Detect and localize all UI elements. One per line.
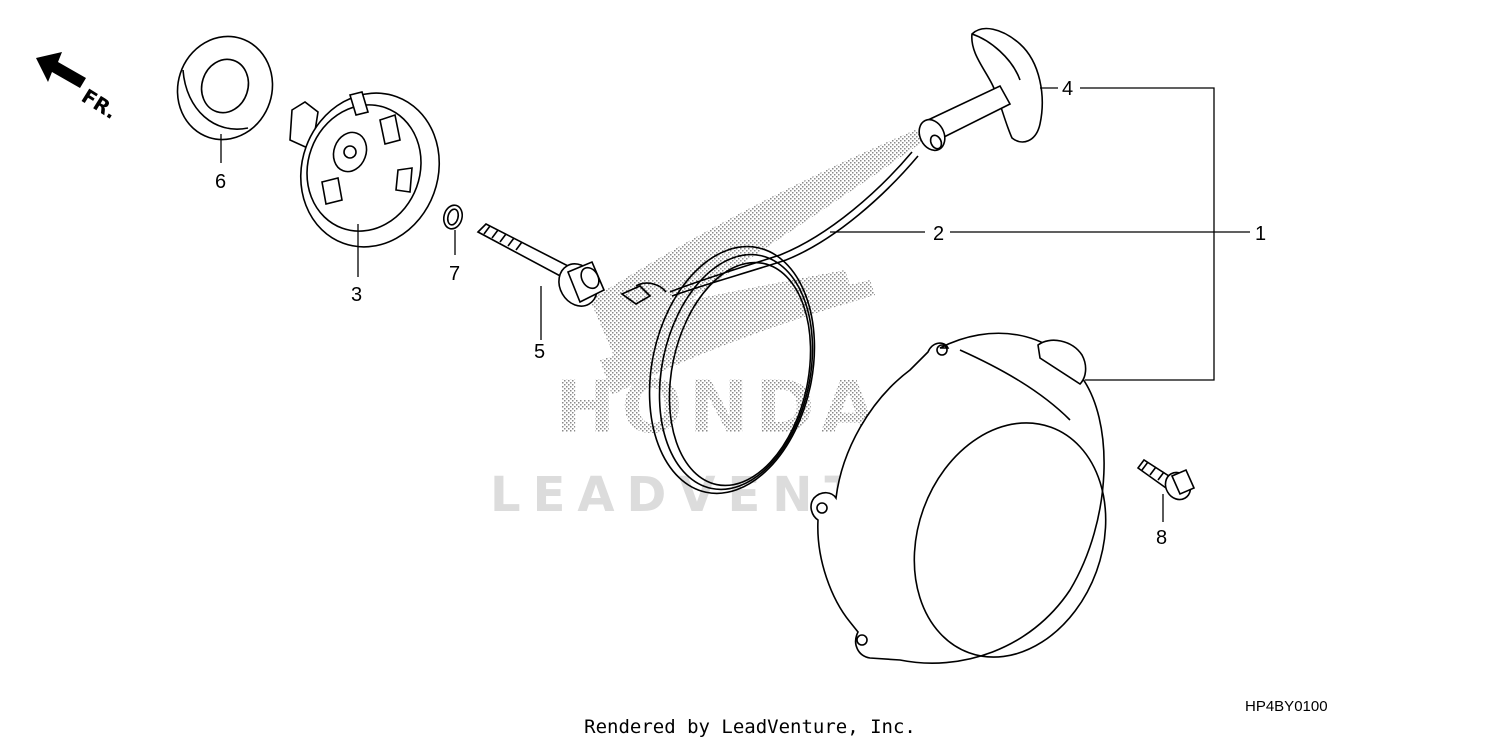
- small-flange-bolt-part: [1136, 458, 1196, 522]
- callout-1: 1: [1255, 223, 1266, 245]
- honda-wing-icon: [590, 130, 925, 370]
- front-direction-indicator: FR.: [36, 52, 121, 124]
- honda-wing-stripe-icon: [600, 280, 875, 395]
- callout-6: 6: [215, 171, 226, 193]
- starter-pulley-part: [289, 91, 441, 277]
- honda-watermark-text: HONDA: [555, 365, 882, 449]
- starter-rope-part: [620, 151, 925, 495]
- footer-credit: Rendered by LeadVenture, Inc.: [584, 716, 916, 738]
- front-direction-label: FR.: [77, 84, 121, 124]
- recoil-starter-housing-icon: [810, 332, 1107, 664]
- callout-2: 2: [933, 223, 944, 245]
- callout-8: 8: [1156, 527, 1167, 549]
- starter-pulley-icon: [289, 91, 441, 248]
- diagram-code: HP4BY0100: [1245, 698, 1328, 715]
- o-ring-icon: [442, 204, 464, 230]
- oil-seal-part: [176, 35, 274, 163]
- flange-bolt-part: [476, 223, 606, 340]
- honda-logo-watermark: HONDA: [555, 130, 925, 449]
- callout-4: 4: [1062, 78, 1073, 100]
- oil-seal-icon: [176, 35, 274, 141]
- o-ring-part: [442, 204, 464, 255]
- recoil-starter-housing-part: [810, 231, 1250, 664]
- flange-bolt-icon: [476, 223, 606, 307]
- small-flange-bolt-icon: [1136, 458, 1196, 501]
- starter-grip-icon: [918, 27, 1043, 152]
- front-direction-arrow-icon: [36, 52, 86, 88]
- callout-3: 3: [351, 284, 362, 306]
- starter-rope-icon: [620, 151, 919, 495]
- starter-grip-part: [918, 27, 1215, 381]
- callout-7: 7: [449, 263, 460, 285]
- callout-5: 5: [534, 341, 545, 363]
